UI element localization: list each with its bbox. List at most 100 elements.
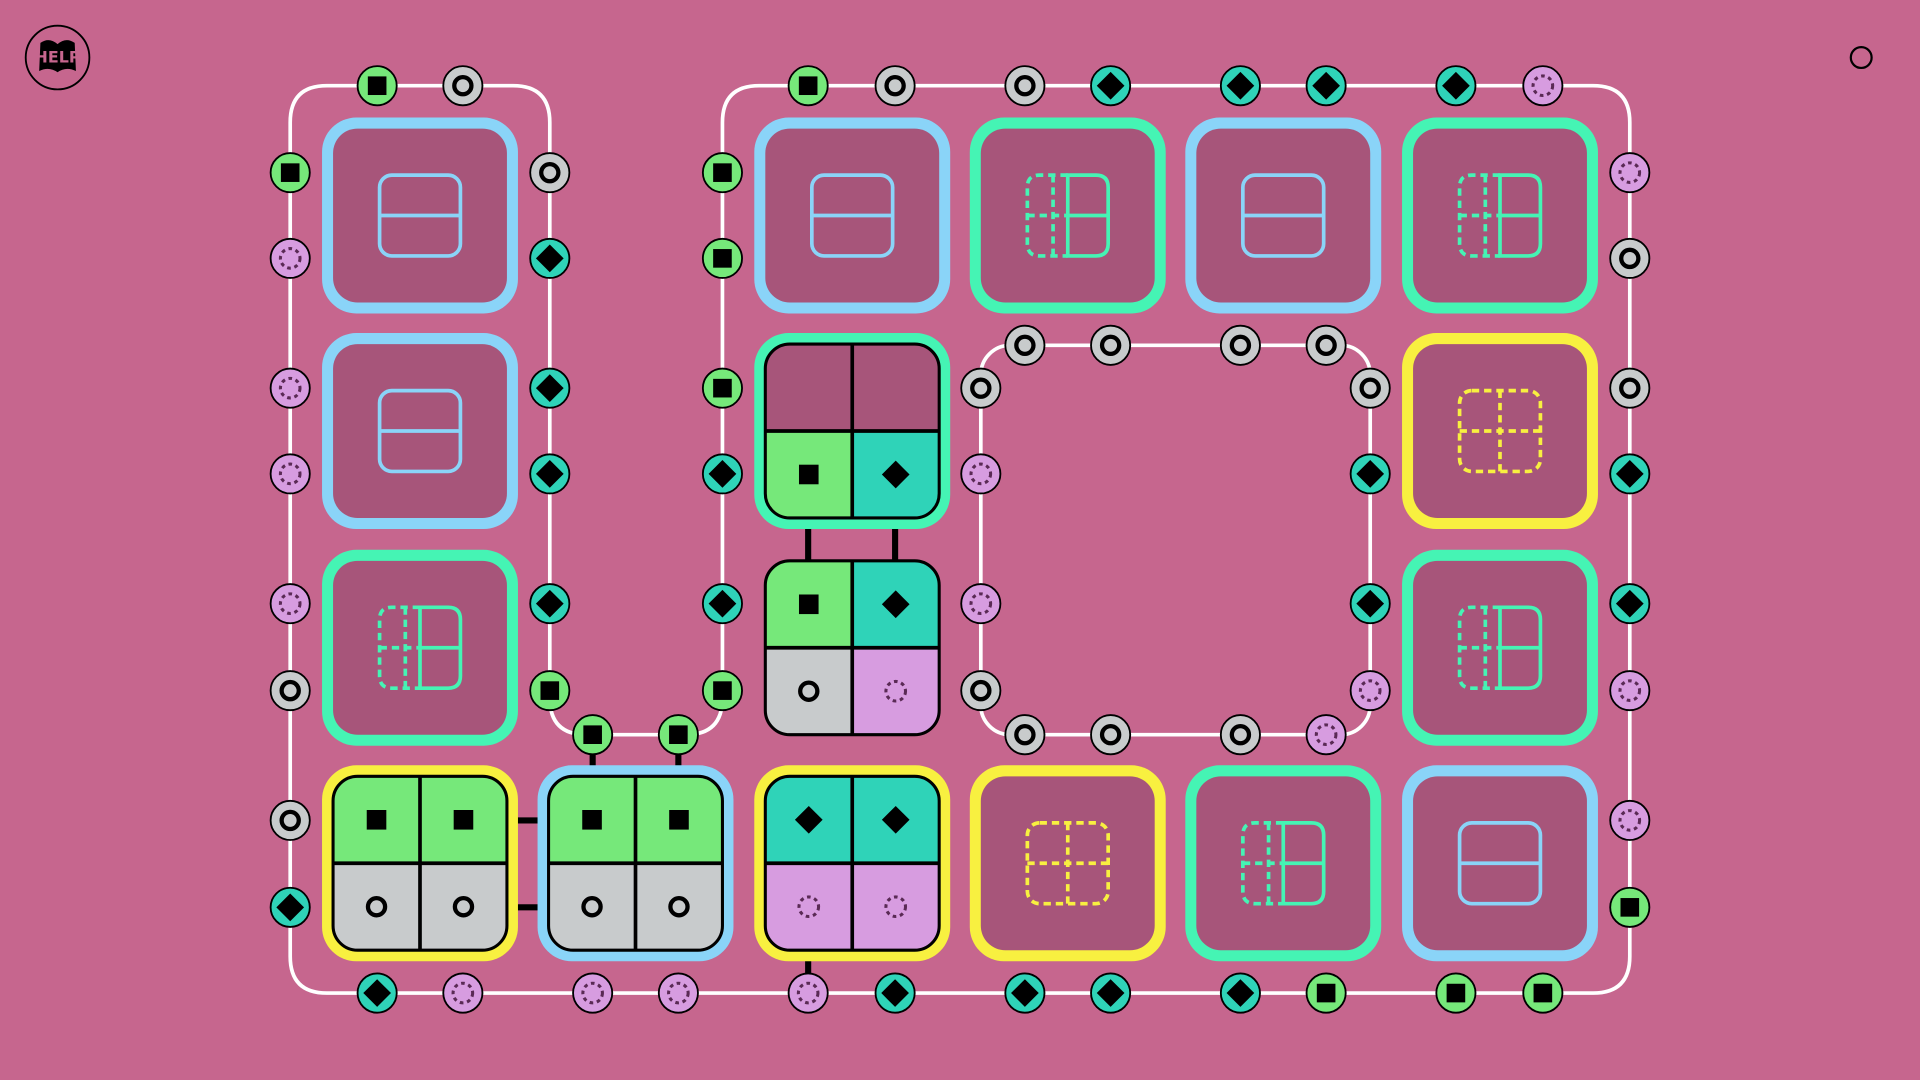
tile[interactable]: [754, 765, 951, 962]
track-node-dotted[interactable]: [1522, 65, 1564, 107]
track-node-square[interactable]: [1522, 972, 1564, 1014]
tile[interactable]: [763, 559, 941, 737]
tile[interactable]: [754, 117, 951, 314]
track-node-diamond[interactable]: [1609, 453, 1651, 495]
track-node-ring[interactable]: [1004, 714, 1046, 756]
diamond-symbol-icon: [881, 590, 910, 619]
track-node-square[interactable]: [701, 367, 743, 409]
track-node-dotted[interactable]: [1349, 670, 1391, 712]
track-node-dotted[interactable]: [1609, 152, 1651, 194]
help-button[interactable]: HELP: [24, 24, 91, 91]
tile[interactable]: [969, 765, 1166, 962]
track-node-dotted[interactable]: [269, 453, 311, 495]
menu-circle-button[interactable]: [1849, 46, 1873, 70]
track-node-diamond[interactable]: [269, 886, 311, 928]
track-node-square[interactable]: [1609, 886, 1651, 928]
track-node-square[interactable]: [787, 65, 829, 107]
tile[interactable]: [754, 333, 951, 529]
tile[interactable]: [1185, 117, 1382, 314]
track-node-diamond[interactable]: [1435, 65, 1477, 107]
track-node-diamond[interactable]: [701, 453, 743, 495]
track-node-diamond[interactable]: [529, 453, 571, 495]
ring-symbol-icon: [970, 679, 992, 702]
track-node-ring[interactable]: [960, 670, 1002, 712]
track-node-diamond[interactable]: [1609, 583, 1651, 625]
track-node-square[interactable]: [701, 152, 743, 194]
track-node-ring[interactable]: [1219, 714, 1261, 756]
tile[interactable]: [322, 117, 518, 314]
track-node-dotted[interactable]: [269, 583, 311, 625]
track-node-square[interactable]: [1305, 972, 1347, 1014]
track-node-dotted[interactable]: [1305, 714, 1347, 756]
track-node-square[interactable]: [701, 237, 743, 279]
tile[interactable]: [1402, 765, 1598, 962]
track-node-diamond[interactable]: [529, 367, 571, 409]
icon-dashed-part: [1025, 173, 1068, 258]
track-node-ring[interactable]: [1004, 324, 1046, 366]
tile[interactable]: [537, 765, 734, 962]
node-disc: [960, 583, 1002, 625]
track-node-diamond[interactable]: [1305, 65, 1347, 107]
track-node-ring[interactable]: [1609, 367, 1651, 409]
track-node-diamond[interactable]: [1349, 583, 1391, 625]
track-node-square[interactable]: [1435, 972, 1477, 1014]
track-node-square[interactable]: [701, 670, 743, 712]
square-symbol-icon: [1316, 983, 1336, 1003]
track-node-dotted[interactable]: [787, 972, 829, 1014]
track-node-diamond[interactable]: [1219, 972, 1261, 1014]
track-node-diamond[interactable]: [529, 583, 571, 625]
track-node-diamond[interactable]: [701, 583, 743, 625]
track-node-diamond[interactable]: [529, 237, 571, 279]
track-node-ring[interactable]: [1219, 324, 1261, 366]
track-node-dotted[interactable]: [960, 583, 1002, 625]
track-node-dotted[interactable]: [1609, 670, 1651, 712]
track-node-ring[interactable]: [1090, 714, 1132, 756]
track-node-ring[interactable]: [960, 367, 1002, 409]
tile[interactable]: [322, 549, 518, 746]
track-node-ring[interactable]: [442, 65, 484, 107]
tile[interactable]: [1402, 333, 1598, 529]
split-icon: [810, 173, 895, 258]
track-node-ring[interactable]: [1349, 367, 1391, 409]
track-node-ring[interactable]: [874, 65, 916, 107]
track-node-diamond[interactable]: [1004, 972, 1046, 1014]
track-node-diamond[interactable]: [1349, 453, 1391, 495]
track-node-diamond[interactable]: [1090, 65, 1132, 107]
track-node-square[interactable]: [657, 714, 699, 756]
track-node-ring[interactable]: [1305, 324, 1347, 366]
track-node-ring[interactable]: [1090, 324, 1132, 366]
track-node-square[interactable]: [269, 152, 311, 194]
track-node-square[interactable]: [529, 670, 571, 712]
tile[interactable]: [969, 117, 1166, 314]
quadrant-dotted: [765, 863, 853, 951]
square-symbol-icon: [669, 725, 688, 745]
tile[interactable]: [1402, 117, 1598, 314]
tile[interactable]: [322, 765, 518, 962]
tile[interactable]: [322, 333, 518, 529]
track-node-ring[interactable]: [1004, 65, 1046, 107]
track-node-dotted[interactable]: [960, 453, 1002, 495]
icon-dashed-part: [1457, 605, 1500, 690]
track-node-diamond[interactable]: [356, 972, 398, 1014]
track-node-ring[interactable]: [269, 670, 311, 712]
track-node-square[interactable]: [572, 714, 614, 756]
track-node-dotted[interactable]: [442, 972, 484, 1014]
track-node-diamond[interactable]: [1090, 972, 1132, 1014]
track-node-dotted[interactable]: [657, 972, 699, 1014]
tile[interactable]: [1402, 549, 1598, 746]
track-node-diamond[interactable]: [1219, 65, 1261, 107]
track-node-dotted[interactable]: [572, 972, 614, 1014]
track-node-ring[interactable]: [529, 152, 571, 194]
ring-symbol-icon: [1229, 723, 1252, 746]
track-node-square[interactable]: [356, 65, 398, 107]
tile[interactable]: [1185, 765, 1382, 962]
track-node-ring[interactable]: [269, 799, 311, 841]
node-disc: [1609, 799, 1651, 841]
track-node-diamond[interactable]: [874, 972, 916, 1014]
track-node-dotted[interactable]: [269, 367, 311, 409]
track-node-dotted[interactable]: [269, 237, 311, 279]
track-node-ring[interactable]: [1609, 237, 1651, 279]
track-node-dotted[interactable]: [1609, 799, 1651, 841]
square-symbol-icon: [713, 249, 732, 268]
